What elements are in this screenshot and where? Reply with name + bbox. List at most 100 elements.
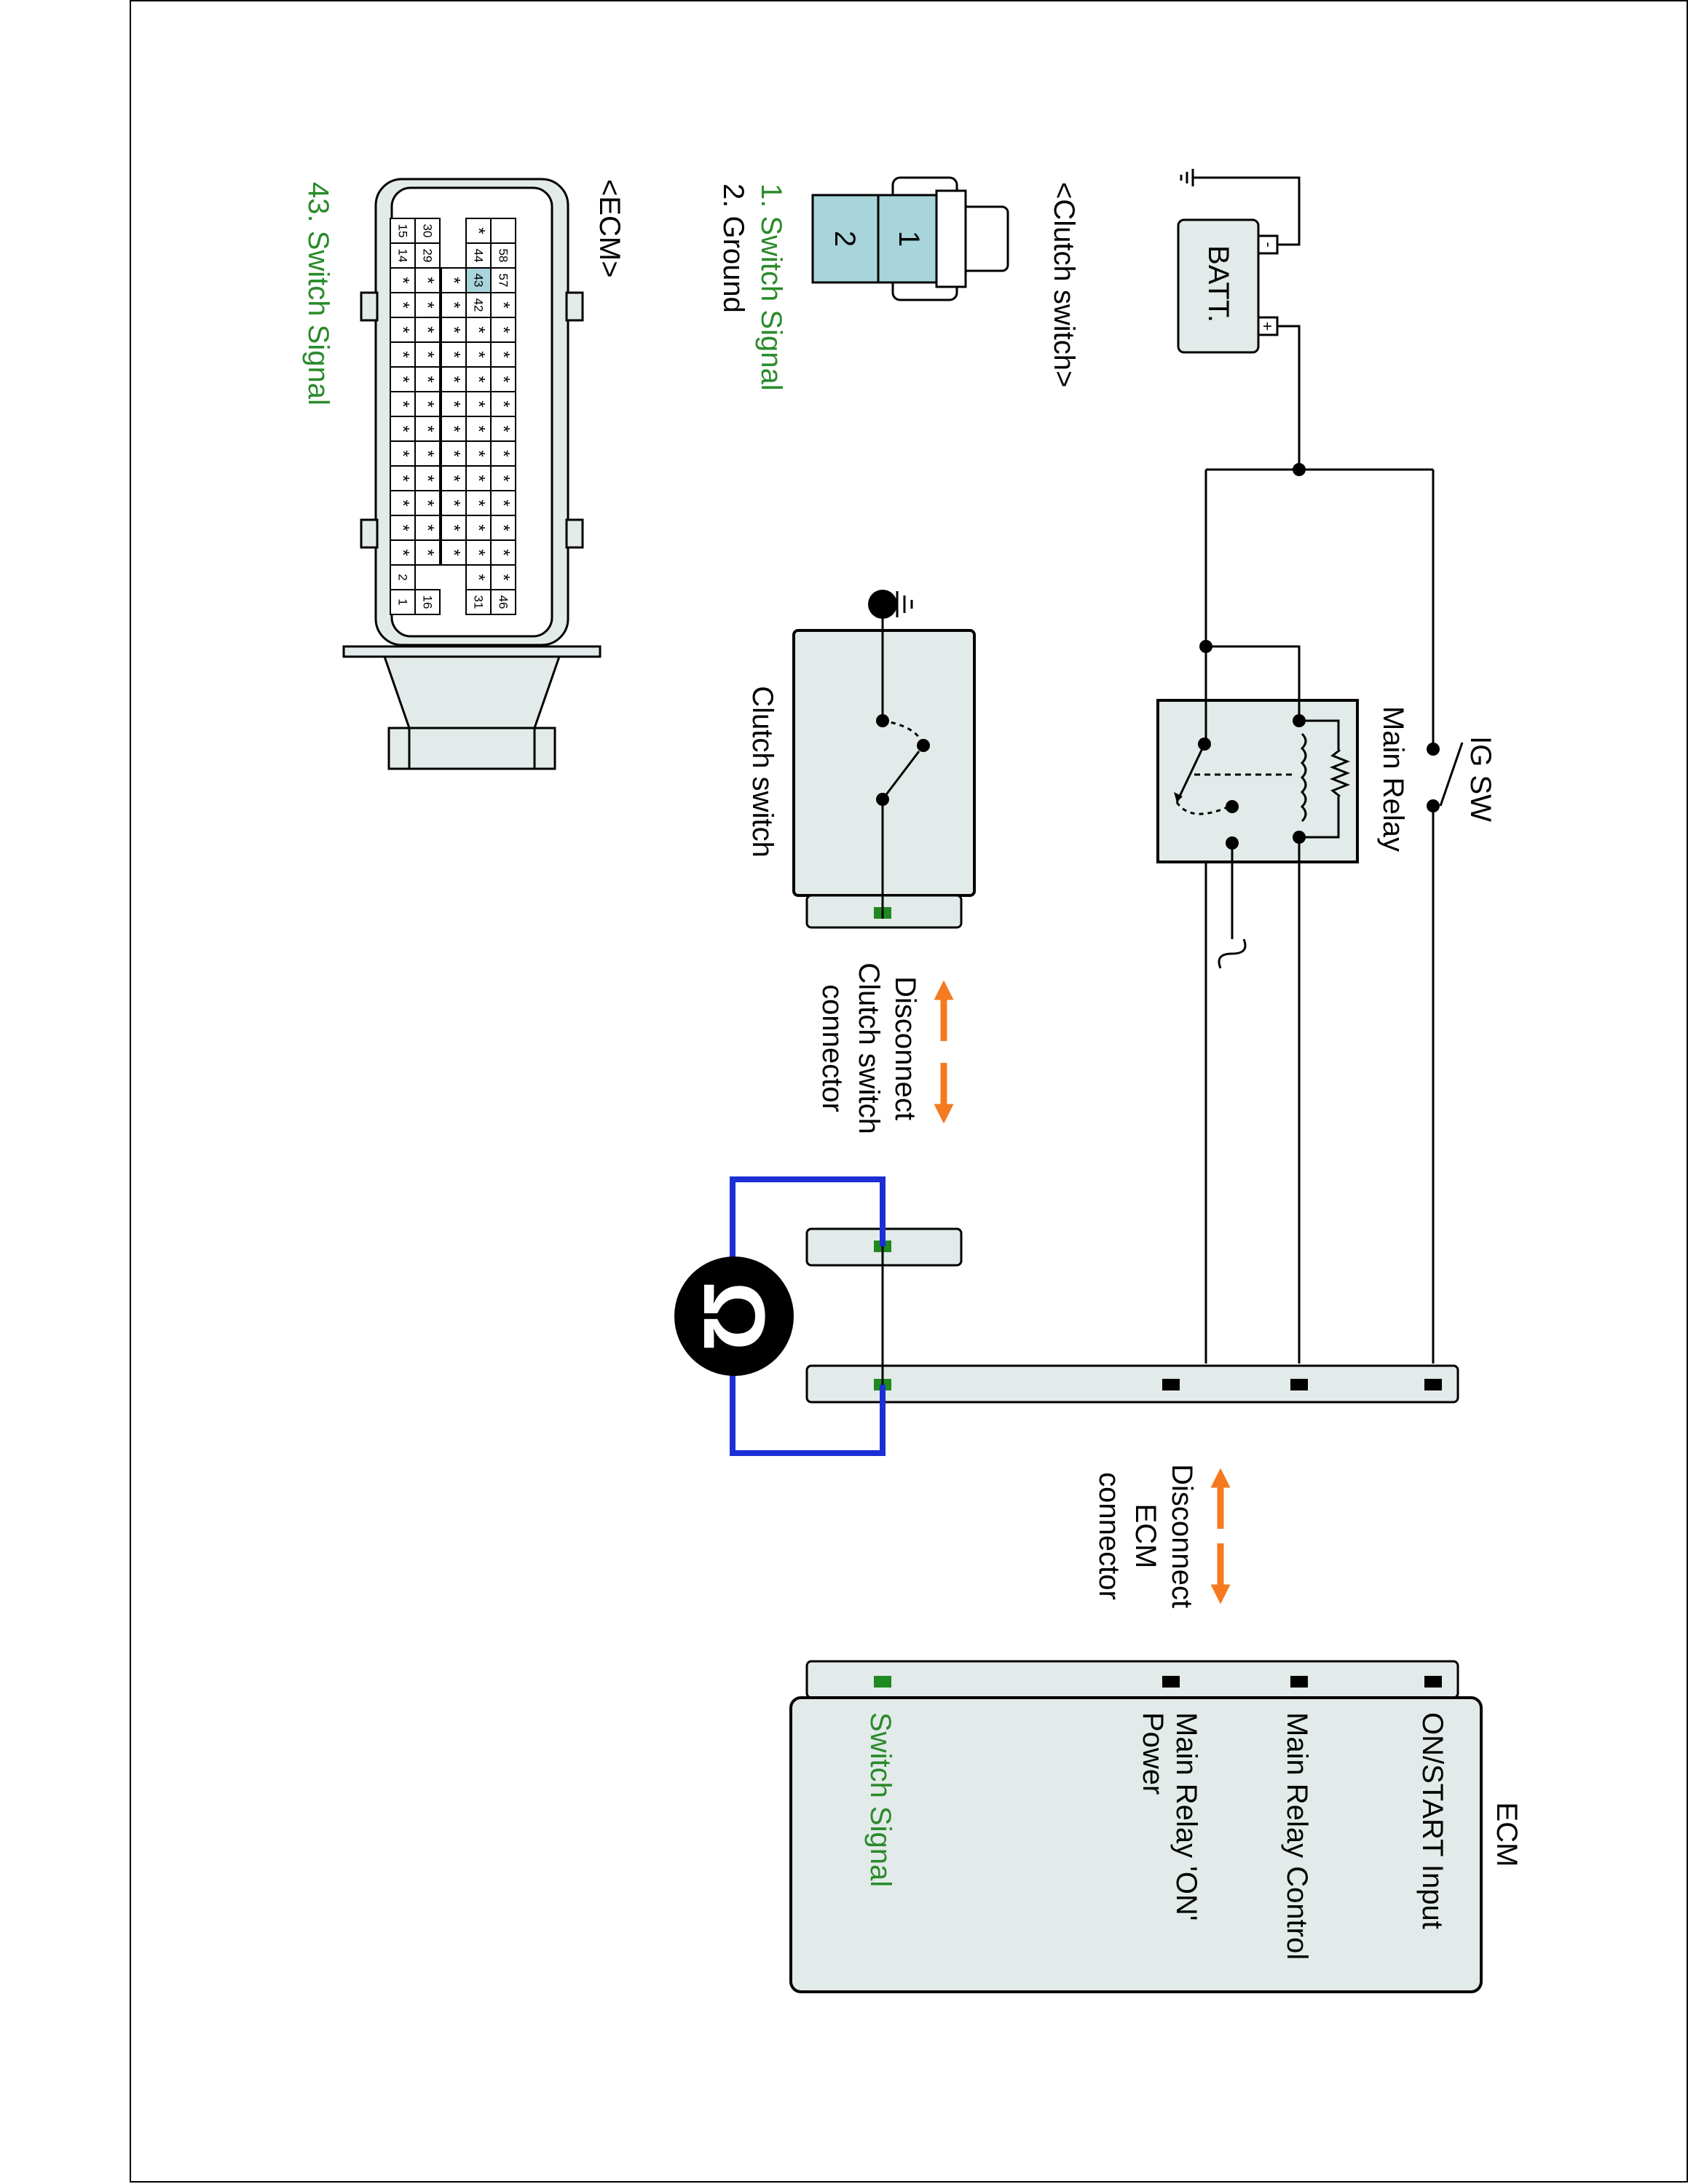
ecm-pin-lower-label: * bbox=[393, 450, 413, 456]
clutch-connector-pin-2: 2 bbox=[829, 231, 861, 247]
clutch-connector-title: <Clutch switch> bbox=[1048, 182, 1080, 387]
disconnect-clutch-line-2: Clutch switch bbox=[853, 962, 885, 1134]
ecm-pin-upper-cell bbox=[441, 292, 467, 318]
ecm-pin-upper-cell bbox=[490, 539, 516, 566]
ecm-pin-upper-label: * bbox=[469, 227, 489, 234]
disconnect-clutch-note: Disconnect Clutch switch connector bbox=[816, 962, 954, 1134]
ecm-pin-upper-cell bbox=[441, 490, 467, 516]
battery-wiring bbox=[1180, 169, 1435, 1364]
ecm-pin-upper-cell bbox=[490, 440, 516, 467]
ecm-pin-upper-cell bbox=[465, 515, 492, 541]
disconnect-ecm-line-1: Disconnect bbox=[1166, 1464, 1198, 1608]
ecm-pin-switch-signal: Switch Signal bbox=[864, 1712, 896, 1887]
ecm-pin-upper-label: * bbox=[494, 450, 513, 456]
clutch-switch-label: Clutch switch bbox=[746, 686, 778, 858]
ecm-pin-upper-label: 42 bbox=[472, 298, 486, 312]
ecm-pin-lower-label: * bbox=[393, 326, 413, 333]
ecm-pin-lower-label: * bbox=[418, 524, 438, 531]
ecm-pin-upper-cell bbox=[490, 242, 516, 269]
ecm-pin-upper-cell bbox=[465, 589, 492, 615]
ecm-pin-lower-cell bbox=[414, 490, 441, 516]
ecm-pin-upper-cell bbox=[490, 589, 516, 615]
ecm-pin-upper-cell bbox=[490, 366, 516, 392]
ecm-pin-lower-label: 14 bbox=[396, 249, 410, 263]
ecm-pin-lower-cell bbox=[390, 440, 416, 467]
ecm-pin-upper-label: * bbox=[469, 400, 489, 407]
ecm-pin-upper-cell bbox=[441, 341, 467, 368]
ecm-pin-lower-cell bbox=[390, 366, 416, 392]
ecm-pin-upper-label: * bbox=[494, 376, 513, 382]
ecm-pin-upper-label: * bbox=[469, 376, 489, 382]
ecm-pin-lower-cell bbox=[414, 416, 441, 442]
ecm-pin-lower-label: 30 bbox=[421, 224, 435, 238]
ecm-pin-lower-label: * bbox=[418, 499, 438, 506]
ecm-pin-upper-cell bbox=[465, 440, 492, 467]
ecm-pin-upper-label: * bbox=[444, 301, 464, 308]
ecm-pin-upper-label: * bbox=[494, 301, 513, 308]
ecm-pin-upper-label: * bbox=[494, 400, 513, 407]
clutch-connector-pin-1: 1 bbox=[893, 231, 925, 247]
ecm-pin-upper-cell bbox=[465, 416, 492, 442]
battery: - + BATT. bbox=[1177, 218, 1279, 354]
disconnect-ecm-line-2: ECM bbox=[1129, 1504, 1162, 1569]
ecm-pin-lower-cell bbox=[414, 292, 441, 318]
ecm-pin-upper-label: * bbox=[444, 499, 464, 506]
ecm-pin-lower-label: * bbox=[418, 376, 438, 382]
ecm-pin-upper-label: * bbox=[494, 549, 513, 555]
ecm-pin-lower-cell bbox=[390, 317, 416, 343]
ecm-pin-lower-label: * bbox=[393, 524, 413, 531]
ecm-unit: ECM ON/START Input Main Relay Control Ma… bbox=[789, 1660, 1523, 1993]
ecm-pin-lower-cell bbox=[390, 341, 416, 368]
ecm-pin-upper-cell bbox=[441, 539, 467, 566]
ecm-pin-upper-label: 58 bbox=[497, 249, 510, 263]
ecm-pin-lower-label: 2 bbox=[396, 574, 410, 580]
ecm-pin-lower-label: * bbox=[393, 400, 413, 407]
ecm-pin-lower-label: * bbox=[393, 425, 413, 432]
ecm-pin-upper-label: * bbox=[494, 425, 513, 432]
ecm-pin-upper-cell bbox=[490, 218, 516, 244]
ecm-pin-lower-label: * bbox=[418, 301, 438, 308]
ecm-pin-upper-label: * bbox=[469, 499, 489, 506]
ecm-pin-lower-cell bbox=[414, 440, 441, 467]
ecm-pin-upper-cell bbox=[490, 515, 516, 541]
disconnect-clutch-line-3: connector bbox=[816, 984, 848, 1112]
ecm-pin-lower-label: * bbox=[393, 277, 413, 283]
clutch-connector-pin-label-2: 2. Ground bbox=[717, 183, 749, 313]
ecm-pin-lower-label: * bbox=[418, 475, 438, 481]
clutch-connector-view: <Clutch switch> 1 2 1. Switch Signal 2. … bbox=[717, 176, 1080, 391]
ecm-title: ECM bbox=[1491, 1803, 1523, 1867]
ecm-pin-lower-label: * bbox=[393, 549, 413, 555]
ecm-pin-lower-label: * bbox=[393, 376, 413, 382]
ecm-pin-upper-label: * bbox=[444, 376, 464, 382]
ecm-pin-upper-label: * bbox=[469, 425, 489, 432]
ecm-pin-upper-cell bbox=[465, 218, 492, 244]
ecm-connector-title: <ECM> bbox=[593, 179, 626, 278]
ecm-pin-lower-cell bbox=[390, 292, 416, 318]
disconnect-clutch-line-1: Disconnect bbox=[889, 976, 921, 1120]
ecm-pin-lower-label: * bbox=[418, 400, 438, 407]
ecm-pin-lower-label: * bbox=[418, 277, 438, 283]
ecm-pin-upper-cell bbox=[441, 465, 467, 491]
ecm-pin-upper-label: * bbox=[469, 524, 489, 531]
disconnect-ecm-line-3: connector bbox=[1093, 1472, 1125, 1600]
ecm-pin-lower-cell bbox=[414, 341, 441, 368]
ecm-pin-upper-cell bbox=[441, 366, 467, 392]
ecm-connector-callout: 43. Switch Signal bbox=[302, 182, 334, 405]
ecm-pin-upper-label: * bbox=[469, 326, 489, 333]
ecm-pin-lower-label: 16 bbox=[421, 596, 435, 609]
ecm-pin-lower-label: * bbox=[418, 450, 438, 456]
ecm-pin-upper-cell bbox=[490, 564, 516, 590]
ecm-pin-upper-label: * bbox=[444, 524, 464, 531]
ecm-harness-connector bbox=[805, 1246, 1459, 1404]
ecm-pin-on-start: ON/START Input bbox=[1416, 1712, 1448, 1929]
relay-wiring bbox=[1204, 645, 1301, 1364]
battery-minus: - bbox=[1260, 242, 1278, 247]
clutch-switch: Clutch switch bbox=[746, 590, 976, 929]
ecm-pin-lower-cell bbox=[390, 416, 416, 442]
ecm-pin-lower-cell bbox=[390, 589, 416, 615]
ecm-pin-upper-label: * bbox=[494, 499, 513, 506]
ecm-pin-upper-label: 44 bbox=[472, 249, 486, 263]
ecm-pin-upper-label: * bbox=[469, 450, 489, 456]
